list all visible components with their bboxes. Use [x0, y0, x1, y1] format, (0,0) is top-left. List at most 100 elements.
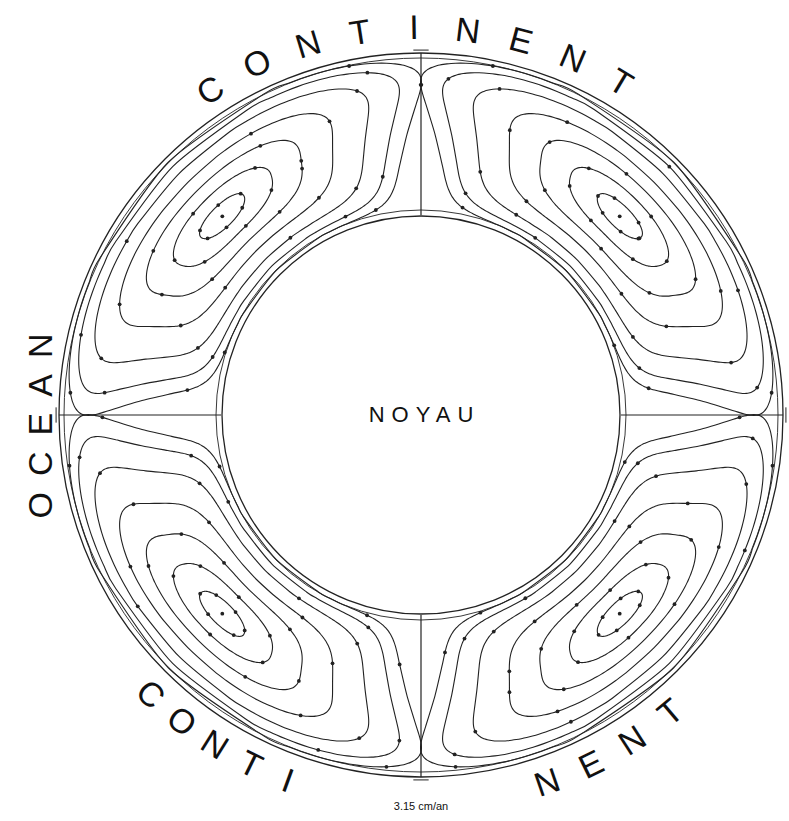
flow-marker — [743, 548, 747, 552]
flow-marker — [261, 661, 265, 665]
flow-marker — [299, 159, 303, 163]
flow-marker — [301, 616, 305, 620]
flow-marker — [771, 464, 775, 468]
streamline — [540, 534, 696, 690]
flow-marker — [278, 210, 282, 214]
flow-marker — [249, 132, 253, 136]
streamline — [597, 194, 642, 239]
flow-marker — [572, 629, 576, 633]
flow-marker — [507, 669, 511, 673]
streamline — [146, 140, 302, 296]
region-label: NENT — [513, 678, 704, 816]
flow-marker — [729, 361, 733, 365]
flow-marker — [533, 236, 537, 240]
flow-marker — [185, 388, 189, 392]
flow-marker — [673, 602, 677, 606]
flow-marker — [608, 588, 612, 592]
flow-marker — [755, 386, 759, 390]
flow-marker — [207, 520, 211, 524]
region-label: CONTI — [117, 660, 322, 813]
flow-marker — [694, 277, 698, 281]
flow-marker — [268, 634, 272, 638]
flow-marker — [491, 64, 495, 68]
flow-marker — [479, 611, 483, 615]
flow-marker — [419, 83, 423, 87]
flow-marker — [160, 293, 164, 297]
flow-marker — [543, 188, 547, 192]
flow-marker — [317, 196, 321, 200]
flow-marker — [198, 592, 202, 596]
flow-marker — [562, 687, 566, 691]
flow-marker — [103, 391, 107, 395]
flow-marker — [647, 386, 651, 390]
divider-tick — [785, 407, 786, 422]
flow-marker — [665, 259, 669, 263]
flow-marker — [366, 626, 370, 630]
flow-marker — [601, 615, 605, 619]
flow-marker — [222, 561, 226, 565]
flow-marker — [575, 603, 579, 607]
flow-marker — [620, 292, 624, 296]
flow-marker — [461, 206, 465, 210]
flow-marker — [498, 87, 502, 91]
flow-marker — [647, 291, 651, 295]
flow-marker — [331, 661, 335, 665]
flow-marker — [355, 89, 359, 93]
region-label: OCEAN — [23, 318, 57, 519]
flow-marker — [253, 166, 257, 170]
flow-marker — [636, 237, 640, 241]
flow-marker — [613, 519, 617, 523]
flow-marker — [98, 471, 102, 475]
flow-marker — [636, 590, 640, 594]
flow-marker — [751, 437, 755, 441]
flow-marker — [374, 208, 378, 212]
flow-marker — [623, 460, 627, 464]
flow-marker — [191, 212, 195, 216]
flow-marker — [636, 461, 640, 465]
flow-marker — [508, 690, 512, 694]
flow-marker — [664, 324, 668, 328]
flow-marker — [644, 563, 648, 567]
flow-marker — [508, 128, 512, 132]
flow-marker — [618, 612, 622, 616]
flow-marker — [736, 288, 740, 292]
flow-marker — [719, 289, 723, 293]
flow-marker — [569, 720, 573, 724]
flow-marker — [612, 343, 616, 347]
flow-marker — [619, 230, 623, 234]
flow-marker — [234, 610, 238, 614]
flow-marker — [596, 194, 600, 198]
flow-marker — [631, 257, 635, 261]
flow-marker — [385, 765, 389, 769]
flow-marker — [196, 346, 200, 350]
flow-marker — [151, 249, 155, 253]
flow-marker — [132, 502, 136, 506]
flow-marker — [478, 170, 482, 174]
flow-marker — [597, 633, 601, 637]
flow-marker — [454, 765, 458, 769]
flow-marker — [565, 120, 569, 124]
flow-marker — [198, 481, 202, 485]
flow-marker — [627, 525, 631, 529]
flow-marker — [587, 166, 591, 170]
velocity-scale: 3.15 cm/an — [392, 801, 450, 812]
flow-marker — [243, 629, 247, 633]
flow-marker — [667, 576, 671, 580]
flow-marker — [300, 167, 304, 171]
flow-marker — [125, 239, 129, 243]
divider-tick — [413, 779, 428, 780]
flow-marker — [244, 224, 248, 228]
flow-marker — [206, 612, 210, 616]
flow-marker — [210, 277, 214, 281]
flow-marker — [288, 236, 292, 240]
flow-marker — [568, 184, 572, 188]
flow-marker — [179, 532, 183, 536]
flow-marker — [523, 596, 527, 600]
flow-marker — [240, 206, 244, 210]
flow-marker — [354, 186, 358, 190]
flow-marker — [770, 391, 774, 395]
flow-marker — [638, 603, 642, 607]
flow-marker — [539, 647, 543, 651]
flow-marker — [556, 709, 560, 713]
flow-marker — [243, 675, 247, 679]
